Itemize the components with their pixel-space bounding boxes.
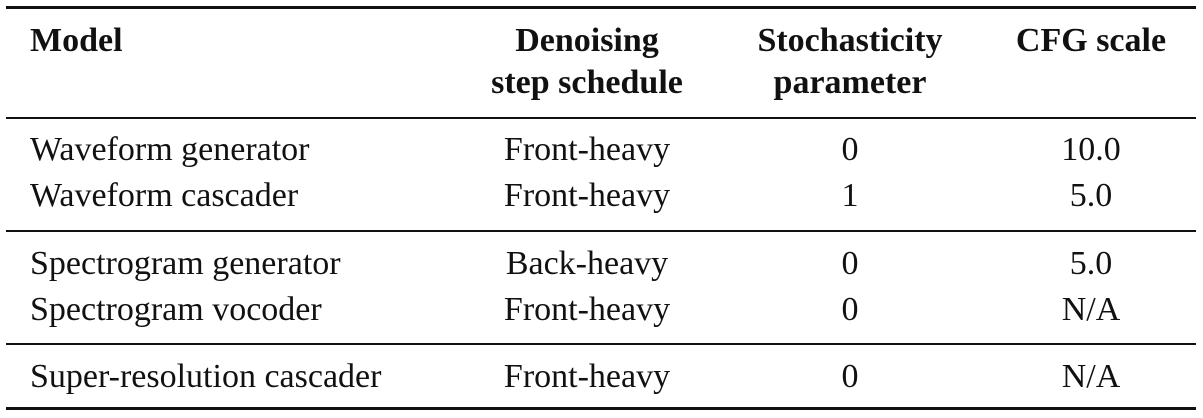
table-cell-stochasticity: 0: [841, 358, 859, 395]
table-cell-cfg: 5.0: [1069, 245, 1113, 282]
table-cell-schedule: Front-heavy: [503, 131, 671, 168]
header-stochasticity: Stochasticity parameter: [726, 20, 974, 104]
table-cell-stochasticity: 1: [841, 177, 859, 214]
header-cfg: CFG scale: [988, 20, 1194, 62]
results-table: Model Denoising step schedule Stochastic…: [6, 0, 1196, 418]
table-cell-model: Waveform generator: [30, 131, 310, 168]
table-cell-stochasticity: 0: [841, 131, 859, 168]
header-schedule: Denoising step schedule: [456, 20, 718, 104]
table-cell-stochasticity: 0: [841, 245, 859, 282]
bottom-rule: [6, 407, 1196, 410]
table-cell-stochasticity: 0: [841, 291, 859, 328]
table-cell-schedule: Front-heavy: [503, 177, 671, 214]
header-schedule-line-2: step schedule: [491, 64, 683, 101]
table-cell-cfg: N/A: [1061, 358, 1121, 395]
table-cell-cfg: 5.0: [1069, 177, 1113, 214]
top-rule: [6, 6, 1196, 9]
header-model-line-1: Model: [30, 22, 123, 59]
header-schedule-line-1: Denoising: [515, 22, 659, 59]
header-stochasticity-line-1: Stochasticity: [757, 22, 943, 59]
header-model: Model: [30, 20, 123, 62]
group-rule: [6, 230, 1196, 232]
table-cell-cfg: N/A: [1061, 291, 1121, 328]
table-cell-schedule: Front-heavy: [503, 358, 671, 395]
table-cell-model: Waveform cascader: [30, 177, 299, 214]
table-cell-model: Spectrogram vocoder: [30, 291, 322, 328]
group-rule: [6, 343, 1196, 345]
header-rule: [6, 117, 1196, 119]
table-cell-model: Super-resolution cascader: [30, 358, 382, 395]
table-cell-schedule: Back-heavy: [505, 245, 669, 282]
header-stochasticity-line-2: parameter: [773, 64, 927, 101]
table-cell-cfg: 10.0: [1061, 131, 1121, 168]
header-cfg-line-1: CFG scale: [1015, 22, 1167, 59]
table-cell-model: Spectrogram generator: [30, 245, 341, 282]
table-cell-schedule: Front-heavy: [503, 291, 671, 328]
